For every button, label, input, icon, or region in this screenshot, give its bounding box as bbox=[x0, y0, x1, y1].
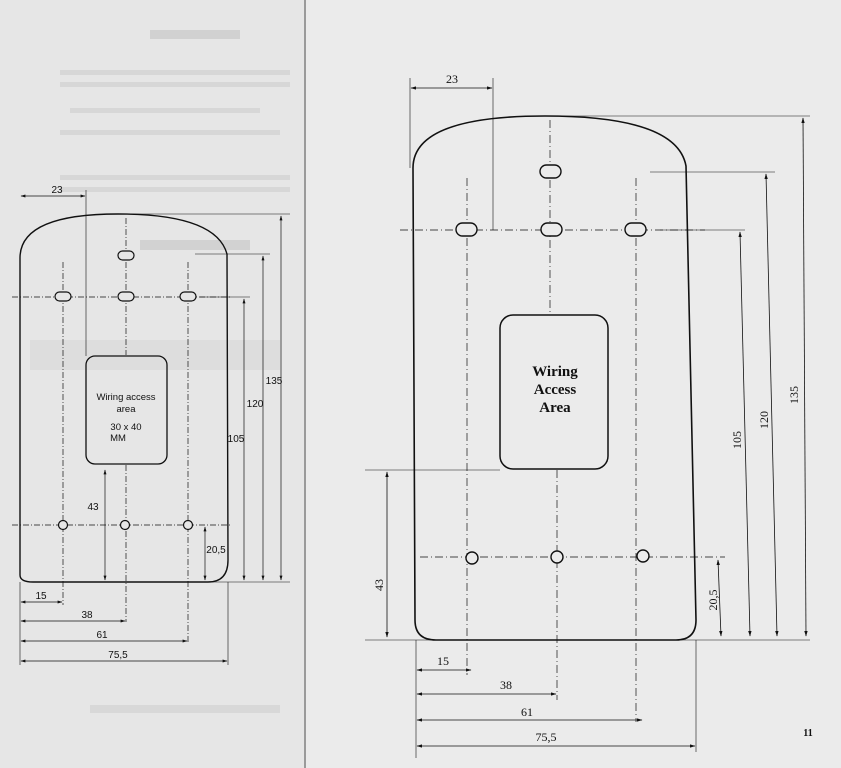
left-hole-left bbox=[57, 519, 69, 531]
right-template-labels: Wiring Access Area 23 135 120 105 43 20,… bbox=[372, 72, 813, 744]
right-dim-135 bbox=[801, 117, 808, 637]
right-dim-120 bbox=[764, 173, 779, 637]
right-dim-23-label: 23 bbox=[446, 72, 458, 86]
right-hole-right bbox=[636, 549, 650, 563]
left-dim-23-label: 23 bbox=[51, 185, 63, 196]
right-dim-20-5-label: 20,5 bbox=[706, 590, 720, 611]
left-dim-105-label: 105 bbox=[228, 434, 245, 445]
left-dim-61-label: 61 bbox=[96, 630, 108, 641]
left-dim-15-label: 15 bbox=[35, 591, 47, 602]
left-dim-43-label: 43 bbox=[87, 502, 99, 513]
left-template-labels: Wiring access area 30 x 40 MM 23 135 120… bbox=[35, 185, 282, 661]
right-dim-61-label: 61 bbox=[521, 705, 533, 719]
left-slot-left bbox=[54, 291, 72, 302]
right-dim-38-label: 38 bbox=[500, 678, 512, 692]
right-dim-75-5-label: 75,5 bbox=[536, 730, 557, 744]
right-dim-105 bbox=[738, 231, 752, 637]
left-slot-top bbox=[117, 250, 135, 261]
left-hole-right bbox=[182, 519, 194, 531]
right-slot-top bbox=[539, 164, 562, 179]
bleed-through-text bbox=[30, 30, 290, 713]
right-dim-15-label: 15 bbox=[437, 654, 449, 668]
left-wiring-area bbox=[85, 355, 168, 465]
left-template bbox=[12, 190, 290, 665]
left-plate-outline bbox=[19, 213, 229, 583]
right-dim-105-label: 105 bbox=[730, 431, 744, 449]
right-slot-center bbox=[540, 222, 563, 237]
right-hole-center bbox=[550, 550, 564, 564]
right-dim-43-label: 43 bbox=[372, 579, 386, 591]
right-template bbox=[365, 78, 810, 758]
left-dim-135-label: 135 bbox=[266, 376, 283, 387]
right-dim-120-label: 120 bbox=[757, 411, 771, 429]
left-slot-center bbox=[117, 291, 135, 302]
page-number: 11 bbox=[803, 728, 812, 739]
left-dim-20-5-label: 20,5 bbox=[206, 545, 226, 556]
right-area-label-line3: Area bbox=[539, 400, 571, 416]
right-dim-135-label: 135 bbox=[787, 386, 801, 404]
left-page bbox=[0, 0, 305, 768]
left-area-label-line2: area bbox=[116, 404, 136, 415]
right-area-label-line1: Wiring bbox=[532, 364, 578, 380]
right-slot-right bbox=[624, 222, 647, 237]
left-area-label-line1: Wiring access bbox=[96, 392, 155, 403]
left-dim-120-label: 120 bbox=[247, 399, 264, 410]
left-area-unit: MM bbox=[110, 433, 126, 444]
right-dim-20-5 bbox=[716, 559, 723, 637]
left-hole-center bbox=[119, 519, 131, 531]
left-slot-right bbox=[179, 291, 197, 302]
right-slot-left bbox=[455, 222, 478, 237]
left-area-size: 30 x 40 bbox=[110, 422, 141, 433]
left-dim-38-label: 38 bbox=[81, 610, 93, 621]
right-wiring-area bbox=[499, 314, 609, 470]
left-dim-75-5-label: 75,5 bbox=[108, 650, 128, 661]
right-hole-left bbox=[465, 551, 479, 565]
right-area-label-line2: Access bbox=[534, 382, 577, 398]
